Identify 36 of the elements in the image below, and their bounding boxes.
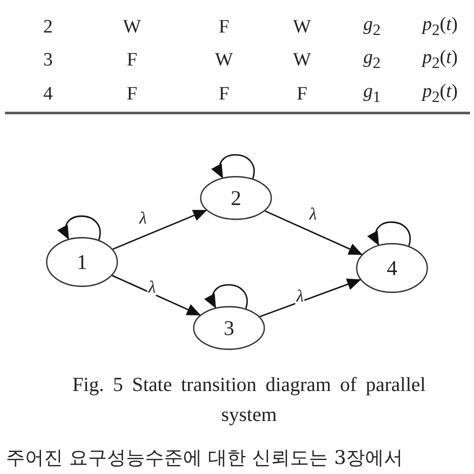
- table-cell: 3: [43, 50, 53, 70]
- table-cell: g$_{1}$: [363, 82, 381, 106]
- state-ellipse: 2: [200, 176, 272, 220]
- self-loop-arrow: [205, 284, 248, 309]
- self-loop-arrow: [58, 215, 101, 240]
- table-cell: p$_{2}$(t): [422, 82, 458, 106]
- table-cell: p$_{2}$(t): [422, 48, 458, 72]
- arrow: [112, 274, 201, 316]
- state-ellipse: 3: [193, 306, 265, 350]
- self-loop-arrow: [212, 154, 255, 179]
- arrow: [264, 210, 363, 256]
- edge-label: λ: [138, 210, 148, 226]
- edge-label: λ: [308, 206, 318, 222]
- table-cell: F: [126, 84, 138, 104]
- table-cell: W: [293, 50, 311, 70]
- table-cell: g$_{2}$: [363, 15, 381, 39]
- table-cell: g$_{2}$: [363, 48, 381, 72]
- table-cell: p$_{2}$(t): [422, 15, 458, 39]
- table-cell: F: [218, 18, 230, 36]
- table-cell: F: [218, 84, 230, 104]
- table-cell: 2: [43, 18, 53, 36]
- self-loop-arrow: [368, 221, 411, 246]
- edge-label: λ: [147, 278, 157, 296]
- table-cell: W: [215, 50, 233, 70]
- table-cell: W: [293, 18, 311, 36]
- arrow: [112, 210, 208, 250]
- figure-caption: Fig. 5 State transition diagram of parallel system: [71, 373, 427, 428]
- arrow: [260, 278, 362, 318]
- table-cell: F: [296, 84, 308, 104]
- body-text: 주어진 요구성능수준에 대한 신뢰도는 3장에서: [6, 448, 404, 469]
- state-ellipse: 1: [46, 237, 118, 287]
- table-cell: W: [123, 18, 141, 36]
- table-cell: F: [126, 50, 138, 70]
- state-ellipse: 4: [356, 243, 428, 293]
- edge-label: λ: [295, 288, 305, 304]
- table-cell: 4: [43, 84, 53, 104]
